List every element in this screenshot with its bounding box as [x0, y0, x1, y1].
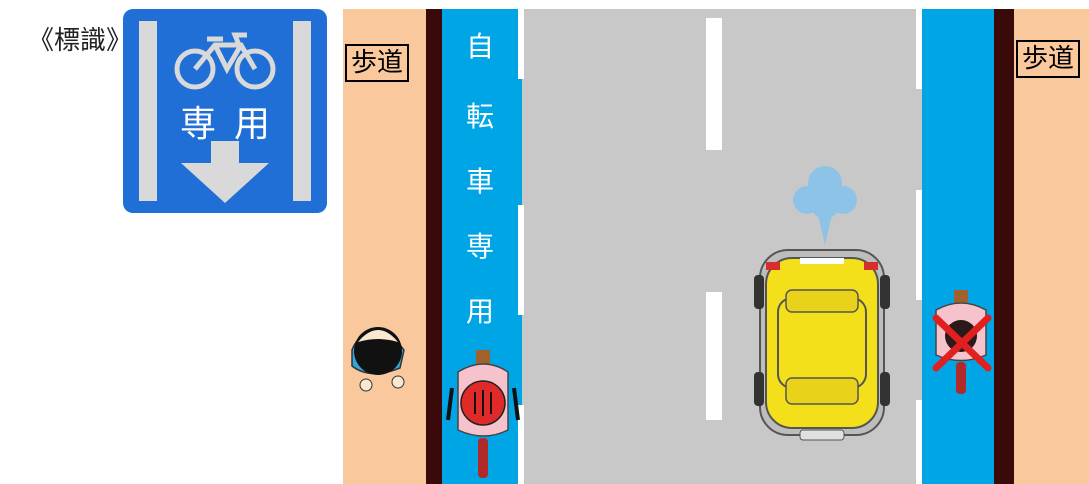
bike-lane-label-char: 自	[465, 30, 494, 63]
sidewalk-right-label: 歩道	[1016, 40, 1081, 78]
bike-lane-label-char: 車	[465, 165, 494, 198]
left-lane-edge-line	[518, 9, 524, 484]
curb-right	[994, 9, 1014, 484]
bicycle-lane-sign: 専用	[123, 9, 327, 213]
sign-right-bar	[293, 21, 311, 201]
sign-text: 専用	[179, 104, 288, 145]
sidewalk-right	[1014, 9, 1089, 484]
sidewalk-left	[343, 9, 426, 484]
bicycle-icon	[174, 32, 276, 90]
cyclist-correct-icon	[446, 350, 520, 478]
sidewalk-left-label: 歩道	[345, 44, 410, 82]
center-line	[706, 18, 722, 420]
exhaust-cloud-icon	[793, 166, 857, 245]
sign-left-bar	[139, 21, 157, 201]
sign-caption: 《標識》	[28, 26, 133, 56]
bike-lane-right	[922, 9, 994, 484]
bike-lane-label-char: 転	[465, 100, 494, 133]
curb-left	[426, 9, 442, 484]
right-lane-edge-line	[916, 9, 922, 484]
down-arrow-icon	[181, 141, 269, 203]
bike-lane-label-char: 用	[465, 295, 494, 328]
bike-lane-label-char: 専	[465, 230, 494, 263]
pedestrian-icon	[351, 327, 405, 392]
car-icon	[754, 249, 890, 441]
prohibited-x-icon	[932, 314, 992, 372]
